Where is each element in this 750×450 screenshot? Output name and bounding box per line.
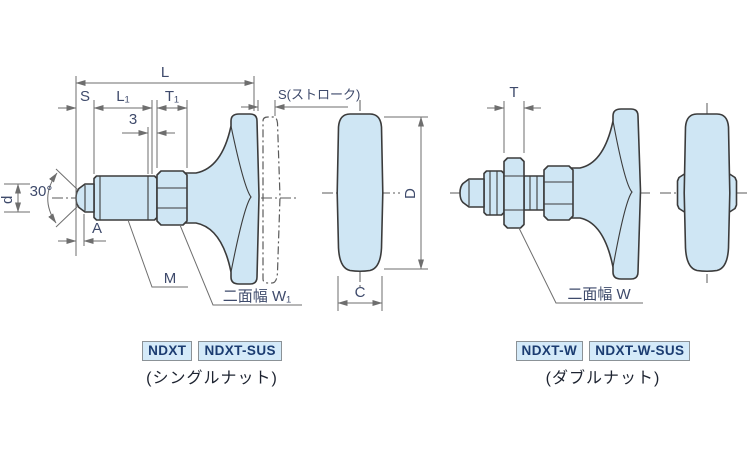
right-badge-row: NDXT-W NDXT-W-SUS <box>498 341 708 361</box>
right-caption-double-nut: (ダブルナット) <box>545 370 661 387</box>
plunger-pin <box>75 183 95 213</box>
threaded-section <box>523 175 545 211</box>
dim-T: T <box>487 84 541 153</box>
dim-S: S <box>58 88 90 111</box>
leader-M: M <box>127 219 188 288</box>
right-assembly-view: T 二面幅 W <box>450 84 650 304</box>
left-knob-side-view: D C <box>322 100 428 311</box>
dim-label-T1: T₁ <box>165 88 179 105</box>
model-badge-ndxt-w: NDXT-W <box>515 341 584 361</box>
t-handle <box>570 108 642 280</box>
dim-label-D: D <box>402 188 419 199</box>
dim-A: A <box>58 214 106 246</box>
left-caption-single-nut: (シングルナット) <box>146 370 278 387</box>
model-badge-ndxt: NDXT <box>142 341 193 361</box>
knob-profile <box>683 113 731 273</box>
leader-W: 二面幅 W <box>518 227 643 304</box>
leader-label-M: M <box>164 270 177 287</box>
knob-profile <box>336 113 384 273</box>
dim-label-L1: L₁ <box>116 88 129 105</box>
hex-nut-front <box>503 157 525 229</box>
model-badge-ndxt-sus: NDXT-SUS <box>198 341 282 361</box>
dim-L1: L₁ <box>93 88 153 174</box>
threaded-body <box>483 170 505 216</box>
dim-stroke: S(ストローク) <box>241 87 360 116</box>
right-model-labels: NDXT-W NDXT-W-SUS (ダブルナット) <box>498 341 708 388</box>
dim-label-S: S <box>80 88 90 105</box>
dim-d: d <box>0 183 30 213</box>
dim-C: C <box>337 276 383 311</box>
leader-label-W: 二面幅 W <box>567 286 631 303</box>
leader-W1: 二面幅 W₁ <box>179 224 302 306</box>
stroke-phantom-outline <box>262 116 281 284</box>
left-model-labels: NDXT NDXT-SUS (シングルナット) <box>128 341 296 388</box>
dim-D: D <box>384 116 428 270</box>
hex-nut <box>156 170 188 226</box>
dim-label-A: A <box>92 220 102 237</box>
plunger-pin <box>459 178 485 208</box>
dim-label-L: L <box>161 64 169 81</box>
dim-label-stroke: S(ストローク) <box>278 87 360 102</box>
dim-label-3: 3 <box>129 111 137 128</box>
hex-nut-rear <box>543 165 574 221</box>
dim-label-angle: 30° <box>30 183 53 200</box>
dim-label-T: T <box>509 84 518 101</box>
dim-3: 3 <box>122 111 175 174</box>
dim-T1: T₁ <box>156 88 188 168</box>
t-handle <box>184 113 260 285</box>
threaded-body <box>93 175 158 221</box>
left-assembly-view: L S L₁ 3 <box>0 64 360 306</box>
leader-label-W1: 二面幅 W₁ <box>223 288 291 305</box>
dim-label-d: d <box>0 196 16 204</box>
dim-angle-30: 30° <box>30 168 80 228</box>
dim-label-C: C <box>355 284 366 301</box>
left-badge-row: NDXT NDXT-SUS <box>128 341 296 361</box>
right-knob-side-view <box>660 103 748 283</box>
model-badge-ndxt-w-sus: NDXT-W-SUS <box>589 341 691 361</box>
